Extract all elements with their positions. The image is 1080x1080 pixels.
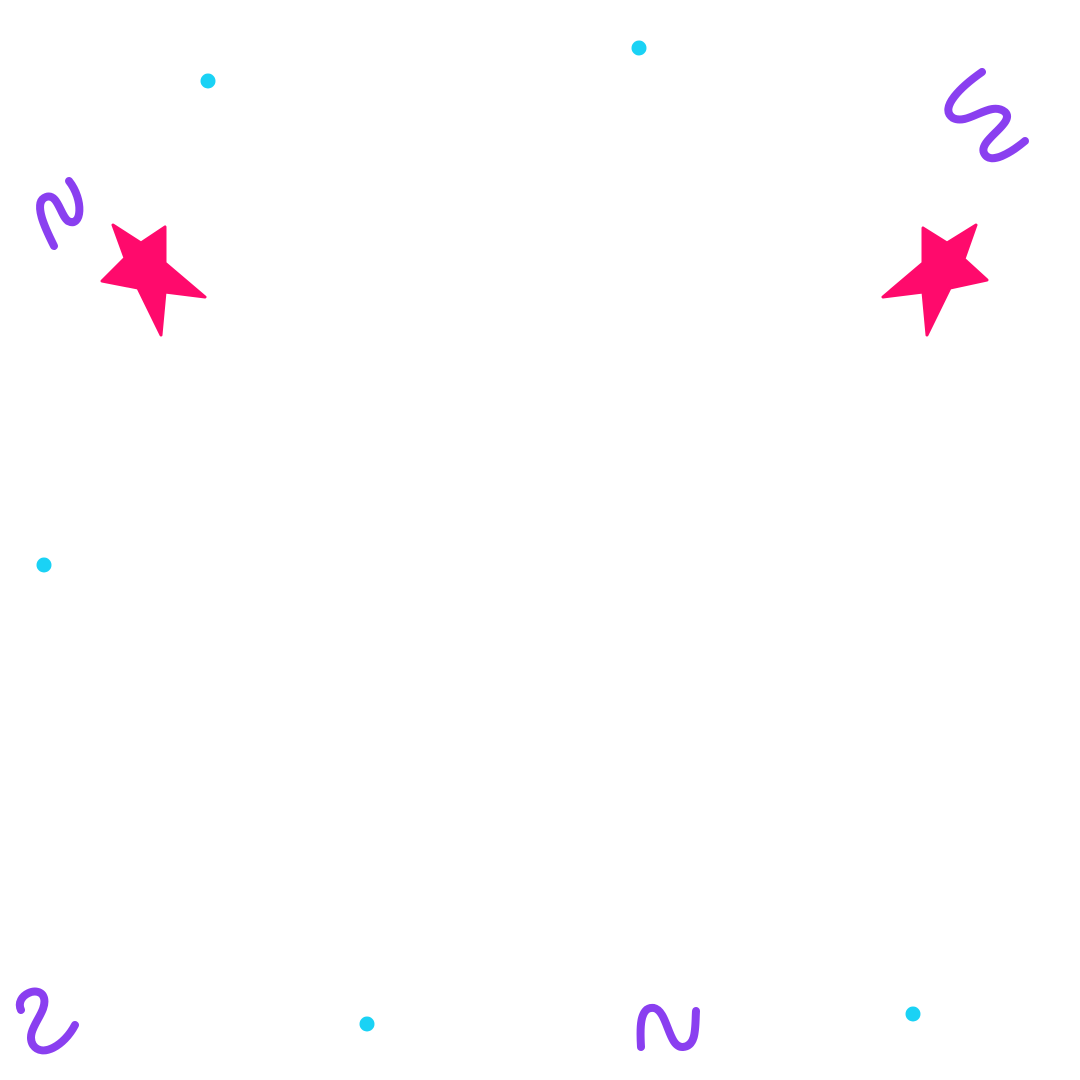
dot-icon — [905, 1006, 921, 1022]
dot-icon — [36, 557, 52, 573]
squiggle-bottom-center-icon — [636, 1004, 700, 1051]
dot-icon — [359, 1016, 375, 1032]
squiggle-bottom-left-icon — [15, 987, 79, 1055]
star-right-icon — [881, 223, 989, 337]
dot-icon — [200, 73, 216, 89]
squiggle-top-left-icon — [36, 177, 84, 250]
dot-icon — [631, 40, 647, 56]
star-left-icon — [100, 223, 207, 337]
squiggle-top-right-icon — [944, 68, 1029, 163]
